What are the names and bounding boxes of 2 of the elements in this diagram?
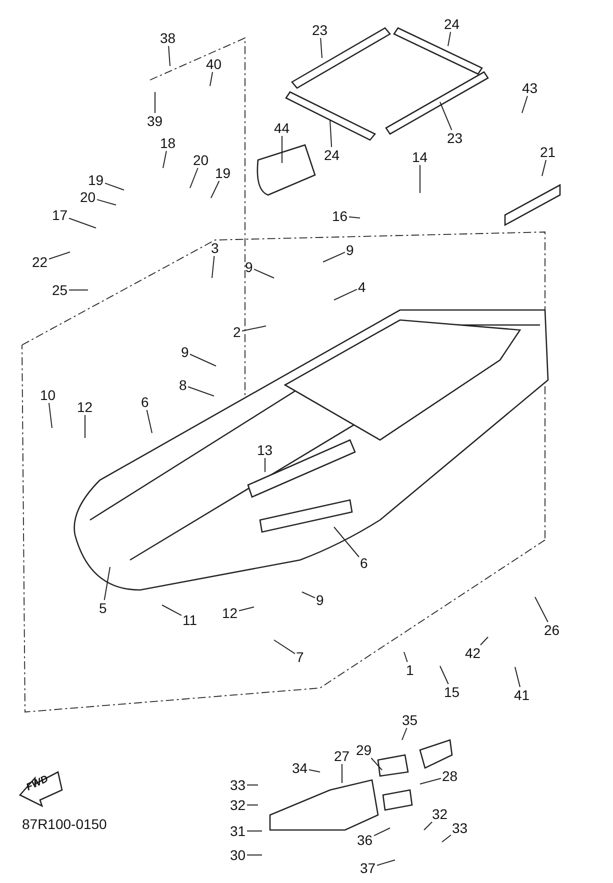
- part-code: 87R100-0150: [22, 816, 107, 832]
- fwd-label: FWD: [24, 774, 50, 794]
